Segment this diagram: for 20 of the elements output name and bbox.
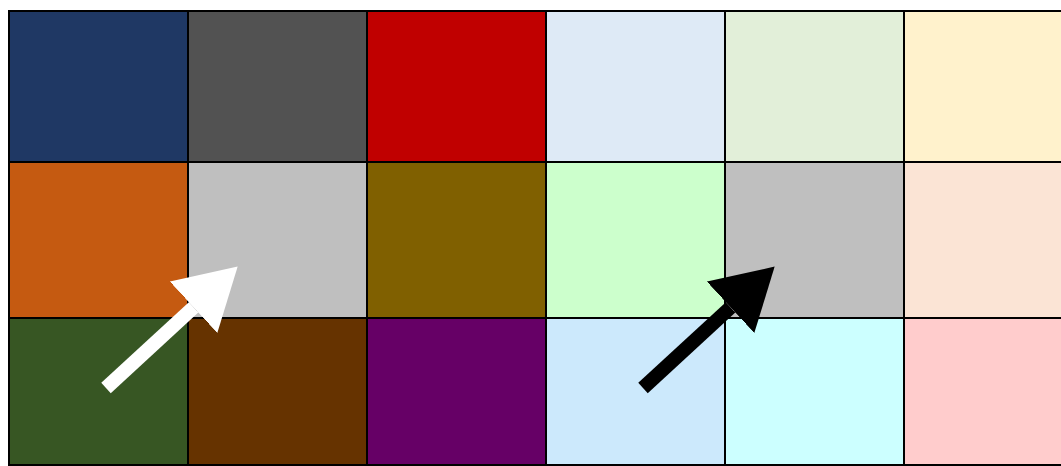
- color-swatch: [8, 317, 189, 466]
- color-swatch: [903, 10, 1061, 163]
- color-swatch: [903, 161, 1061, 319]
- color-swatch: [545, 161, 726, 319]
- arrow: [101, 266, 238, 394]
- color-swatch: [545, 317, 726, 466]
- color-swatch: [724, 161, 905, 319]
- color-swatch: [187, 161, 368, 319]
- color-swatch: [8, 161, 189, 319]
- color-swatch: [187, 317, 368, 466]
- color-swatch: [545, 10, 726, 163]
- color-swatch: [724, 10, 905, 163]
- color-swatch: [8, 10, 189, 163]
- color-swatch: [366, 317, 547, 466]
- color-swatch: [366, 161, 547, 319]
- color-swatch: [903, 317, 1061, 466]
- arrow: [638, 266, 775, 394]
- color-swatch: [366, 10, 547, 163]
- color-swatch: [187, 10, 368, 163]
- color-swatch: [724, 317, 905, 466]
